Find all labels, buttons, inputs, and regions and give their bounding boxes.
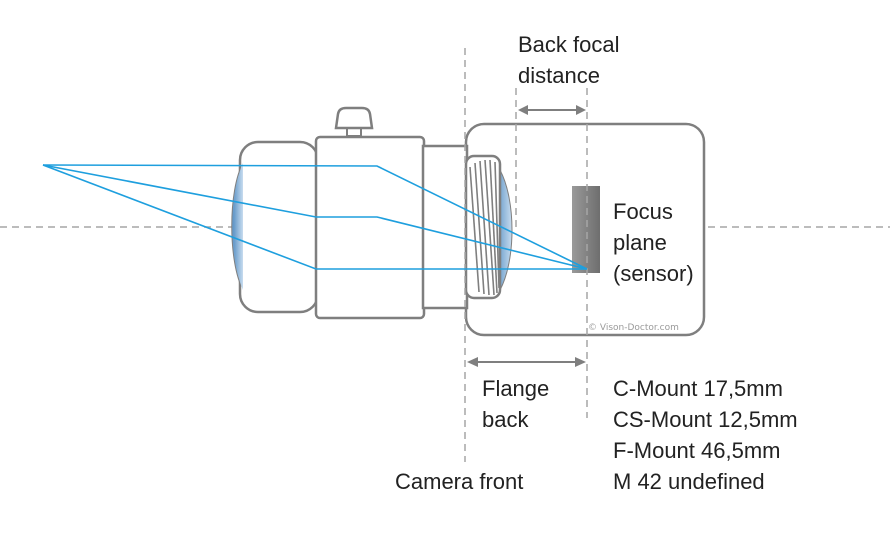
back-focal-label-line2: distance: [518, 63, 600, 88]
flange-back-label-line1: Flange: [482, 376, 549, 401]
mount-m42: M 42 undefined: [613, 469, 765, 494]
mount-cs: CS-Mount 12,5mm: [613, 407, 798, 432]
ray-top: [42, 164, 588, 270]
back-focal-arrow: [518, 105, 586, 115]
camera-front-label: Camera front: [395, 469, 523, 494]
lens-barrel-rear: [421, 144, 469, 310]
watermark: © Vison-Doctor.com: [588, 323, 679, 333]
lens-barrel-front: [238, 140, 320, 314]
thread-mount: [464, 154, 513, 300]
focus-plane-label-line1: Focus: [613, 199, 673, 224]
mount-f: F-Mount 46,5mm: [613, 438, 781, 463]
focus-plane-label-line2: plane: [613, 230, 667, 255]
lock-screw-icon: [334, 106, 374, 137]
light-rays: [42, 164, 588, 270]
focus-plane-label-line3: (sensor): [613, 261, 694, 286]
mount-c: C-Mount 17,5mm: [613, 376, 783, 401]
ray-middle: [42, 164, 588, 270]
flange-back-arrow: [467, 357, 586, 367]
flange-back-label-line2: back: [482, 407, 529, 432]
sensor-plate: [572, 186, 600, 273]
lens-barrel-middle: [314, 135, 426, 320]
ray-bottom: [42, 164, 587, 270]
back-focal-label-line1: Back focal: [518, 32, 620, 57]
